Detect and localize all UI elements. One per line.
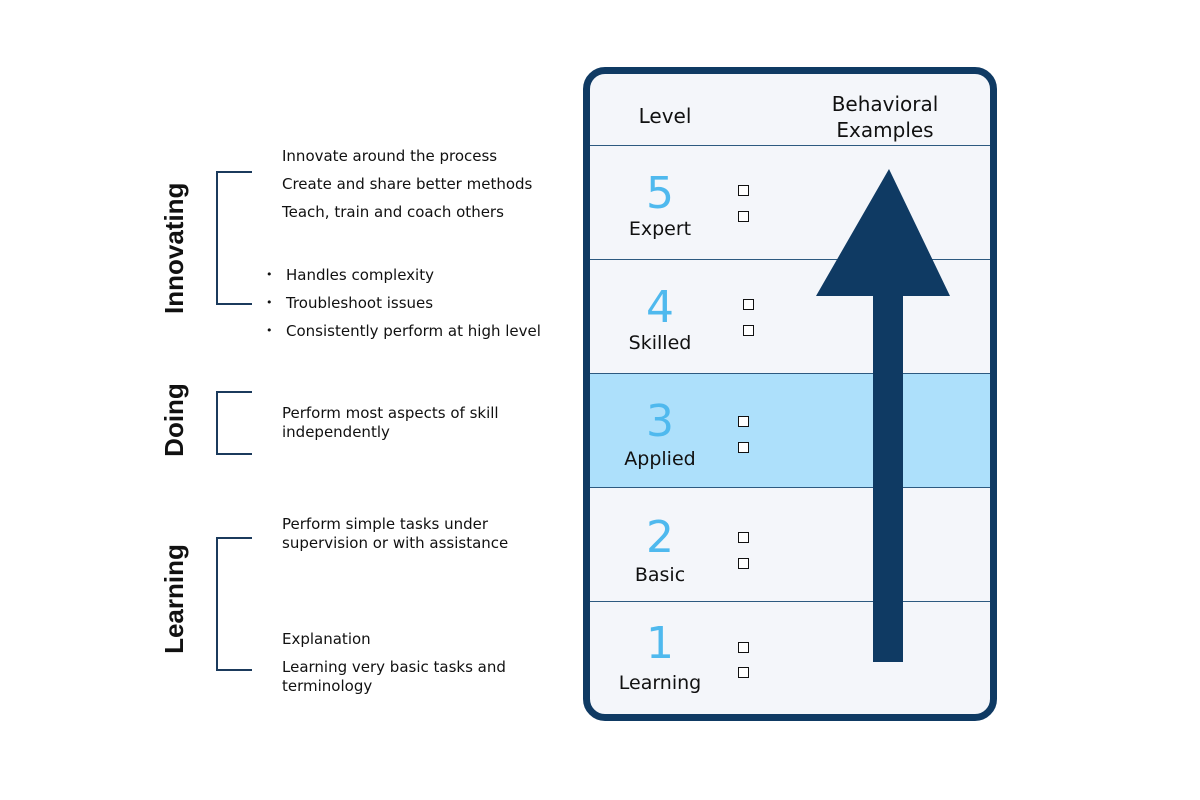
desc-learn-3: terminology [282, 677, 373, 695]
level-row-4: 4 Skilled [590, 259, 990, 374]
level-number: 1 [646, 618, 674, 669]
level-number: 2 [646, 512, 674, 563]
desc-innovate-3: Teach, train and coach others [282, 203, 504, 221]
checkbox-icon [738, 185, 749, 196]
group-label-learning: Learning [159, 544, 189, 654]
desc-learn-1: Explanation [282, 630, 371, 648]
level-number: 3 [646, 396, 674, 447]
header-examples-line2: Examples [836, 118, 934, 142]
level-name: Expert [628, 218, 692, 240]
level-row-2: 2 Basic [590, 487, 990, 602]
checkbox-icon [738, 416, 749, 427]
checkbox-icon [738, 532, 749, 543]
checkbox-icon [743, 299, 754, 310]
group-label-doing: Doing [159, 383, 189, 457]
level-name: Skilled [628, 332, 692, 354]
checkbox-icon [743, 325, 754, 336]
level-name: Learning [618, 672, 702, 694]
level-row-1: 1 Learning [590, 601, 990, 714]
desc-innovate-2: Create and share better methods [282, 175, 533, 193]
level-row-3: 3 Applied [590, 373, 990, 488]
desc-basic-1: Perform simple tasks under [282, 515, 489, 533]
checkbox-icon [738, 667, 749, 678]
desc-skilled-2: Troubleshoot issues [286, 294, 434, 312]
bullet-3: • [266, 324, 273, 337]
checkbox-icon [738, 558, 749, 569]
bullet-1: • [266, 268, 273, 281]
header-level: Level [638, 104, 692, 128]
bracket-doing [216, 391, 252, 455]
desc-skilled-1: Handles complexity [286, 266, 434, 284]
header-examples-line1: Behavioral [831, 92, 939, 116]
level-number: 5 [646, 168, 674, 219]
bracket-learning [216, 537, 252, 671]
level-name: Applied [624, 448, 696, 470]
desc-skilled-3: Consistently perform at high level [286, 322, 541, 340]
level-name: Basic [634, 564, 686, 586]
up-arrow-icon [816, 169, 950, 662]
desc-doing-2: independently [282, 423, 390, 441]
checkbox-icon [738, 442, 749, 453]
desc-doing-1: Perform most aspects of skill [282, 404, 499, 422]
checkbox-icon [738, 642, 749, 653]
level-row-5: 5 Expert [590, 145, 990, 260]
bullet-2: • [266, 296, 273, 309]
desc-innovate-1: Innovate around the process [282, 147, 498, 165]
checkbox-icon [738, 211, 749, 222]
desc-basic-2: supervision or with assistance [282, 534, 509, 552]
desc-learn-2: Learning very basic tasks and [282, 658, 506, 676]
levels-table: Level Behavioral Examples 5 Expert 4 Ski… [583, 67, 997, 721]
bracket-innovating [216, 171, 252, 305]
group-label-innovating: Innovating [159, 182, 189, 314]
level-number: 4 [646, 282, 674, 333]
